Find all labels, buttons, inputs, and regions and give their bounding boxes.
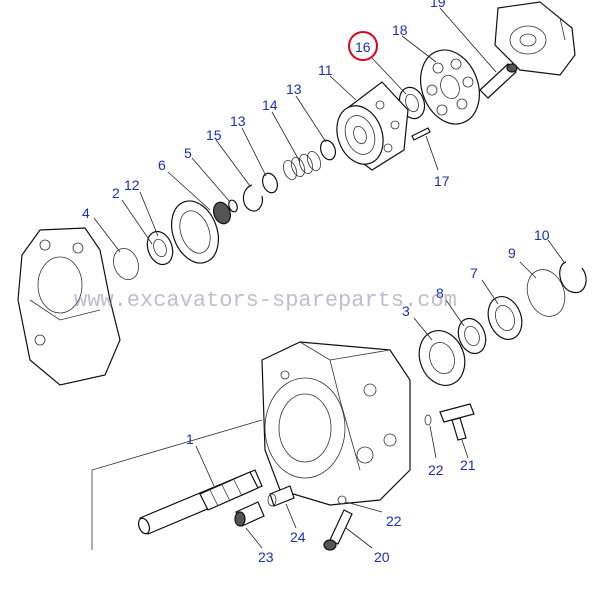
callout-3: 3 — [402, 303, 410, 319]
part-19-pin — [479, 63, 518, 99]
callout-2: 2 — [112, 185, 120, 201]
part-9-o-ring — [526, 269, 566, 317]
part-12-bearing — [146, 230, 174, 266]
callout-17: 17 — [434, 173, 450, 189]
callout-11: 11 — [318, 62, 333, 78]
callout-14: 14 — [262, 97, 278, 113]
callout-21: 21 — [460, 457, 476, 473]
callout-23: 23 — [258, 549, 274, 565]
part-1-shaft — [137, 469, 263, 535]
callout-13-lower: 13 — [230, 113, 246, 129]
callout-10: 10 — [534, 227, 550, 243]
part-18-valve-plate — [420, 49, 480, 125]
callout-1: 1 — [186, 431, 194, 447]
part-20-fitting — [323, 509, 353, 551]
part-3-bearing — [418, 330, 466, 386]
callout-7: 7 — [470, 265, 478, 281]
part-10-snap-ring — [559, 261, 587, 294]
part-22-o-ring-lower — [337, 495, 347, 505]
part-14-spring — [283, 150, 321, 181]
part-22-o-ring-upper — [424, 414, 432, 426]
part-17-pin — [411, 127, 431, 141]
callout-15: 15 — [206, 127, 222, 143]
part-15-snap-ring — [242, 184, 263, 212]
callout-22-lower: 22 — [386, 513, 402, 529]
part-13-ring-lower — [261, 172, 279, 194]
part-7-housing-ring — [487, 296, 523, 340]
callout-9: 9 — [508, 245, 516, 261]
part-8-seal — [457, 317, 487, 355]
callout-6: 6 — [158, 157, 166, 173]
part-21-fitting — [439, 403, 475, 441]
part-11-cylinder-block — [336, 81, 409, 171]
watermark-text: www.excavators-spareparts.com — [74, 288, 457, 313]
rear-cover — [494, 1, 576, 76]
part-5-ring — [228, 199, 238, 213]
callout-19: 19 — [430, 0, 446, 10]
part-24-plug — [267, 485, 295, 507]
callout-22-upper: 22 — [428, 462, 444, 478]
callout-5: 5 — [184, 145, 192, 161]
highlight-circle — [348, 31, 378, 61]
callout-13-upper: 13 — [286, 81, 302, 97]
part-6-flange — [171, 200, 232, 264]
leader-lines — [93, 7, 565, 549]
callout-18: 18 — [392, 22, 408, 38]
callout-12: 12 — [124, 177, 140, 193]
callout-4: 4 — [82, 205, 90, 221]
left-housing — [17, 227, 121, 386]
callout-20: 20 — [374, 549, 390, 565]
shaft-outline-frame — [91, 419, 263, 550]
callout-8: 8 — [436, 285, 444, 301]
callout-24: 24 — [290, 529, 306, 545]
part-23-plug — [234, 501, 265, 527]
main-pump-housing — [261, 341, 411, 506]
part-13-ring-upper — [319, 139, 337, 161]
callout-16: 16 — [355, 39, 371, 55]
part-4-o-ring — [113, 248, 139, 280]
